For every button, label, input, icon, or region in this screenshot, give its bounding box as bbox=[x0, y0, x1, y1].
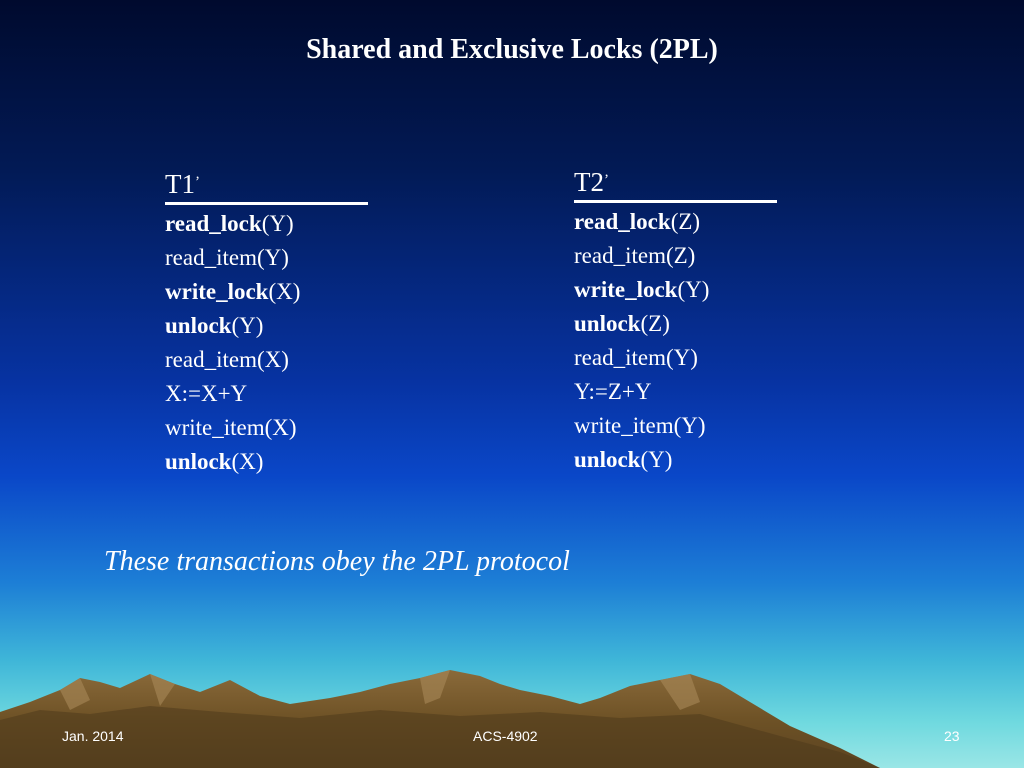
footer-page-number: 23 bbox=[944, 728, 960, 744]
footer-date: Jan. 2014 bbox=[62, 728, 124, 744]
t1-line-7: write_item(X) bbox=[165, 415, 297, 440]
t2-line-3: write_lock(Y) bbox=[574, 277, 710, 302]
t2-line-6: Y:=Z+Y bbox=[574, 379, 652, 404]
t1-line-6: X:=X+Y bbox=[165, 381, 248, 406]
protocol-note: These transactions obey the 2PL protocol bbox=[104, 546, 570, 577]
t2-name: T2 bbox=[574, 167, 604, 197]
t1-line-3: write_lock(X) bbox=[165, 279, 301, 304]
footer-course: ACS-4902 bbox=[473, 728, 538, 744]
t1-lines: read_lock(Y) read_item(Y) write_lock(X) … bbox=[165, 207, 368, 479]
transaction-t2: T2’ read_lock(Z) read_item(Z) write_lock… bbox=[574, 164, 777, 477]
t1-header: T1’ bbox=[165, 166, 368, 205]
t2-line-5: read_item(Y) bbox=[574, 345, 698, 370]
t1-line-5: read_item(X) bbox=[165, 347, 289, 372]
t2-line-2: read_item(Z) bbox=[574, 243, 696, 268]
transaction-t1: T1’ read_lock(Y) read_item(Y) write_lock… bbox=[165, 166, 368, 479]
t2-line-1: read_lock(Z) bbox=[574, 209, 701, 234]
t1-line-1: read_lock(Y) bbox=[165, 211, 294, 236]
t1-prime: ’ bbox=[195, 174, 200, 190]
t1-line-4: unlock(Y) bbox=[165, 313, 264, 338]
t2-lines: read_lock(Z) read_item(Z) write_lock(Y) … bbox=[574, 205, 777, 477]
slide-title: Shared and Exclusive Locks (2PL) bbox=[306, 34, 718, 65]
t1-line-2: read_item(Y) bbox=[165, 245, 289, 270]
t2-header: T2’ bbox=[574, 164, 777, 203]
t2-line-8: unlock(Y) bbox=[574, 447, 673, 472]
t2-prime: ’ bbox=[604, 172, 609, 188]
t2-line-7: write_item(Y) bbox=[574, 413, 706, 438]
t1-line-8: unlock(X) bbox=[165, 449, 264, 474]
t1-name: T1 bbox=[165, 169, 195, 199]
mountain-illustration bbox=[0, 670, 880, 768]
t2-line-4: unlock(Z) bbox=[574, 311, 670, 336]
